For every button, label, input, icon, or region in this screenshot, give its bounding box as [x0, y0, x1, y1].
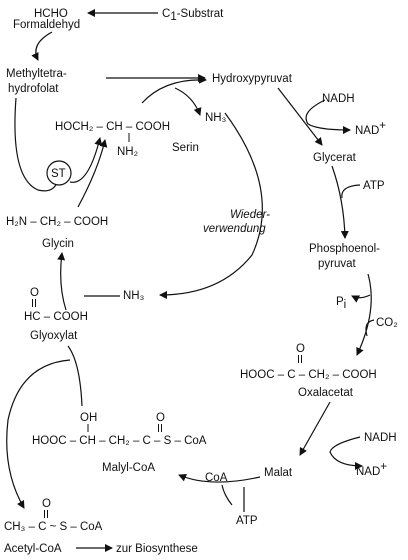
arrow-st-to-serin [69, 137, 103, 183]
malyl-coa-name: Malyl-CoA [102, 462, 155, 474]
arrow-serin-to-hydroxypyruvat [141, 75, 207, 104]
nadplus-top-label: NAD+ [355, 120, 386, 137]
nadh-bottom-label: NADH [364, 432, 397, 444]
biosynthese-label: zur Biosynthese [116, 543, 198, 555]
acetyl-coa-formula: CH₃ – C ~ S – CoA [4, 521, 103, 533]
methyltetrahydrofolat-label-2: hydrofolat [8, 83, 59, 95]
glyox-o: O [30, 287, 39, 299]
acetyl-o: O [42, 498, 51, 510]
arrow-methyl-loop [14, 97, 59, 192]
nh3-top-label: NH₃ [205, 112, 227, 124]
pep-label-2: pyruvat [318, 258, 357, 270]
serin-name: Serin [172, 142, 199, 154]
pi-label: Pi [336, 296, 346, 311]
hcho-label: HCHO [34, 8, 68, 20]
formaldehyd-label: Formaldehyd [13, 19, 80, 31]
arrow-co2 [365, 319, 375, 337]
arrow-glyoxylat-to-glycin [57, 252, 67, 311]
malat-label: Malat [264, 467, 293, 479]
wieder-label-1: Wieder- [230, 209, 270, 221]
glycin-name: Glycin [42, 238, 74, 250]
arrow-hcho-to-methyl [31, 31, 53, 61]
arrow-malyl-to-glyoxylat [67, 345, 83, 407]
wieder-label-2: verwendung [203, 223, 266, 235]
arrow-nadh-bottom [329, 436, 363, 470]
arrow-coa [221, 484, 233, 506]
atp-label-2: ATP [236, 515, 258, 527]
st-circle [46, 160, 72, 186]
arrow-glycerat-to-pep [331, 165, 349, 239]
c1-substrat-label: C1-Substrat [162, 8, 224, 23]
arrow-oxalacetat-to-malat [299, 401, 331, 456]
arrow-malat-to-malyl [178, 474, 261, 483]
glycerat-label: Glycerat [313, 152, 357, 164]
arrow-atp-1 [341, 184, 361, 199]
arrow-to-acetyl-coa [6, 359, 71, 509]
glyoxylat-name: Glyoxylat [30, 330, 78, 342]
oxal-o: O [296, 343, 305, 355]
arrow-nh3-recycling [159, 112, 263, 299]
arrow-nadh-top [305, 99, 351, 134]
pep-label-1: Phosphoenol- [309, 243, 380, 255]
co2-label: CO₂ [376, 317, 398, 329]
oxalacetat-name: Oxalacetat [298, 387, 354, 399]
arrow-hydroxypyruvat-to-glycerat [277, 87, 323, 146]
methyltetrahydrofolat-label-1: Methyltetra- [6, 68, 67, 80]
malyl-oh: OH [80, 412, 97, 424]
arrow-to-pi [351, 294, 371, 303]
glyoxylat-formula: HC – COOH [24, 311, 88, 323]
atp-label-1: ATP [363, 180, 385, 192]
serin-nh2: NH₂ [117, 146, 138, 158]
arrow-pep-to-oxalacetat [356, 273, 372, 356]
nh3-bottom-label: NH₃ [123, 290, 145, 302]
nadplus-bottom-label: NAD+ [356, 461, 387, 478]
nadh-top-label: NADH [322, 93, 355, 105]
glycin-formula: H₂N – CH₂ – COOH [6, 216, 108, 228]
hydroxypyruvat-label: Hydroxypyruvat [212, 73, 293, 85]
malyl-o: O [156, 412, 165, 424]
arrow-glycin-to-serin [77, 139, 108, 208]
malyl-coa-formula: HOOC – CH – CH₂ – C – S – CoA [32, 435, 207, 447]
serin-formula: HOCH₂ – CH – COOH [55, 121, 170, 133]
st-label: ST [51, 168, 66, 180]
acetyl-coa-name: Acetyl-CoA [4, 543, 62, 555]
oxalacetat-formula: HOOC – C – CH₂ – COOH [240, 369, 377, 381]
coa-label: CoA [205, 472, 228, 484]
arrow-to-nh3-top [174, 87, 202, 116]
